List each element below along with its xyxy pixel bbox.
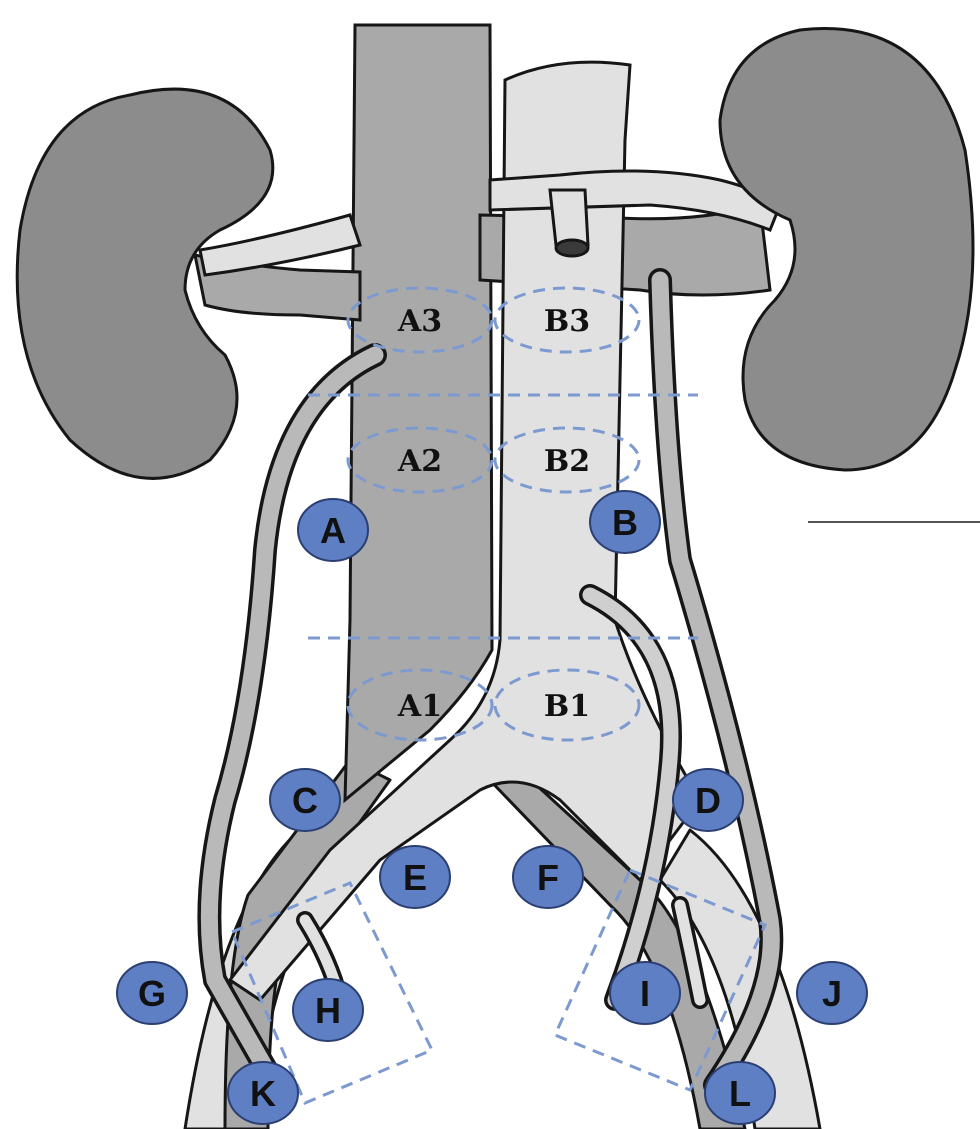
badge-l: L [705, 1062, 775, 1124]
badge-i: I [610, 962, 680, 1024]
badge-d-label: D [695, 780, 721, 821]
badge-a-label: A [320, 510, 346, 551]
badge-l-label: L [729, 1073, 751, 1114]
zone-label-a3: A3 [397, 304, 442, 339]
zone-label-a1: A1 [397, 689, 442, 724]
badge-e-label: E [403, 857, 427, 898]
mesenteric-artery-stub [550, 190, 588, 245]
badge-f: F [513, 846, 583, 908]
badge-h: H [293, 979, 363, 1041]
badge-e: E [380, 846, 450, 908]
badge-d: D [673, 769, 743, 831]
badge-b-label: B [612, 502, 638, 543]
badge-b: B [590, 491, 660, 553]
badge-i-label: I [640, 973, 650, 1014]
zone-label-b2: B2 [544, 444, 590, 479]
badge-k-label: K [250, 1073, 276, 1114]
zone-label-a2: A2 [397, 444, 442, 479]
badge-c: C [270, 769, 340, 831]
badge-c-label: C [292, 780, 318, 821]
zone-label-b1: B1 [544, 689, 590, 724]
badge-g-label: G [138, 973, 166, 1014]
badge-h-label: H [315, 990, 341, 1031]
badge-j: J [797, 962, 867, 1024]
zone-label-b3: B3 [544, 304, 590, 339]
inferior-vena-cava [345, 25, 492, 800]
badge-j-label: J [822, 973, 842, 1014]
badge-g: G [117, 962, 187, 1024]
badge-k: K [228, 1062, 298, 1124]
badge-f-label: F [537, 857, 559, 898]
badge-a: A [298, 499, 368, 561]
mesenteric-artery-ostium [556, 240, 588, 256]
